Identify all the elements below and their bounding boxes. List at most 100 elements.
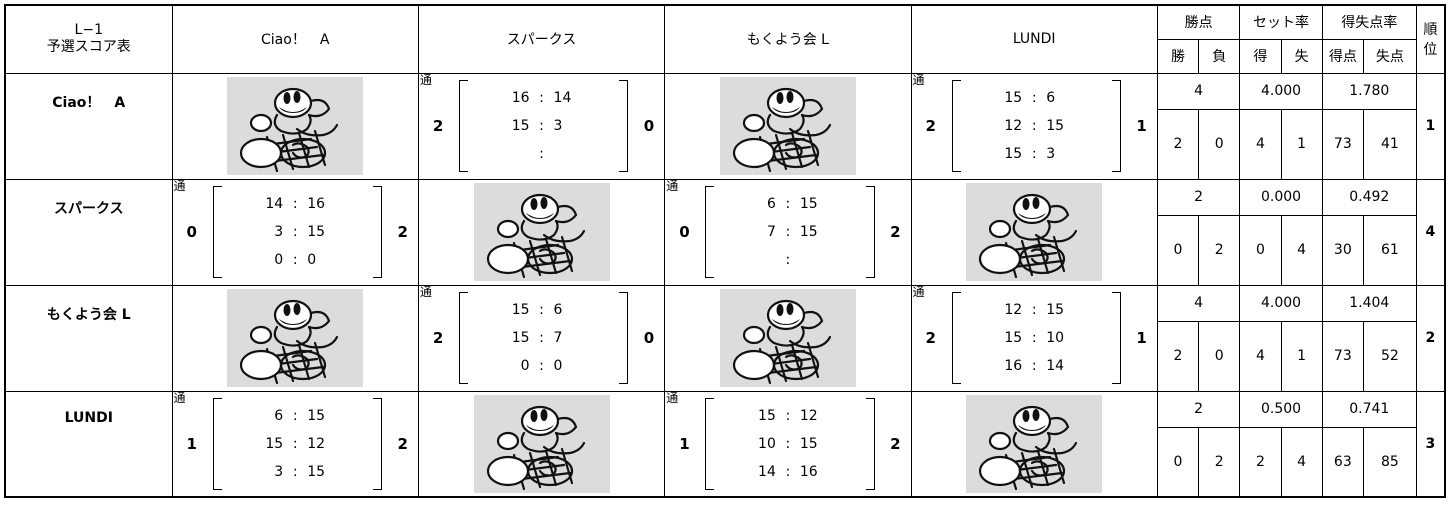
- set-score-separator: :: [785, 224, 791, 240]
- set-score-separator: :: [292, 224, 298, 240]
- set-score-away: 0: [307, 252, 317, 268]
- set-score-separator: :: [292, 463, 298, 480]
- sets-won-left: 0: [679, 223, 690, 241]
- bracket-left: [212, 397, 222, 490]
- set-score: 6:15: [240, 401, 351, 430]
- score-bracket: [705, 186, 875, 278]
- set-score-home: 14: [758, 463, 776, 480]
- set-score-home: 15: [265, 435, 284, 452]
- set-score-away: 16: [799, 463, 818, 480]
- set-score-home: 10: [758, 435, 776, 452]
- set-score-away: 15: [799, 435, 818, 452]
- set-score: 15:10: [979, 324, 1090, 352]
- sets-won-left: 2: [925, 329, 936, 347]
- set-score-home: 3: [274, 224, 284, 240]
- points-for-value: 30: [1321, 214, 1364, 286]
- set-score-away: 12: [799, 407, 818, 424]
- row-team-name: Ciao！ A: [4, 72, 173, 180]
- losses-value: 2: [1198, 214, 1241, 286]
- sets-won-value: 4: [1239, 320, 1282, 392]
- wins-value: 2: [1156, 320, 1200, 392]
- set-score-home: 15: [758, 407, 776, 424]
- bracket-left: [458, 80, 468, 172]
- match-marker: 通: [419, 73, 432, 87]
- set-score: 15:12: [732, 401, 843, 430]
- set-score: 15:7: [486, 324, 597, 352]
- league-label: L−1: [74, 22, 103, 39]
- self-match-cell: [417, 178, 666, 286]
- match-marker: 通: [173, 391, 186, 405]
- set-score: 15:6: [979, 84, 1090, 112]
- bracket-left: [458, 292, 468, 384]
- sets-won-right: 0: [643, 329, 655, 347]
- set-score-home: 16: [1004, 358, 1023, 374]
- row-team-name: もくよう会 L: [4, 284, 173, 392]
- set-score-separator: :: [292, 196, 298, 212]
- set-score: 10:15: [732, 429, 843, 458]
- self-match-cell: [664, 72, 912, 180]
- point-rate-value: 1.780: [1321, 72, 1417, 110]
- match-marker: 通: [666, 391, 679, 405]
- set-score-away: 6: [1046, 90, 1056, 106]
- points-against-value: 61: [1362, 214, 1417, 286]
- set-score-away: 15: [307, 407, 326, 424]
- set-score: 7:15: [732, 218, 843, 246]
- losses-value: 2: [1198, 426, 1241, 498]
- sets-won-left: 2: [432, 329, 444, 347]
- point-rate-value: 0.741: [1321, 390, 1417, 428]
- bracket-right: [865, 397, 875, 490]
- sets-won-right: 2: [397, 223, 408, 241]
- self-match-cell: [171, 72, 419, 180]
- set-score-separator: :: [539, 330, 544, 346]
- wins-value: 0: [1156, 426, 1200, 498]
- set-score-home: 16: [511, 90, 530, 106]
- score-bracket: [458, 292, 629, 384]
- losses-value: 0: [1198, 108, 1241, 180]
- bracket-right: [372, 186, 382, 278]
- set-score-home: 15: [511, 118, 530, 134]
- points-for-header: 得点: [1321, 38, 1364, 74]
- win-points-value: 2: [1156, 178, 1241, 216]
- set-score-separator: :: [1031, 358, 1037, 374]
- set-score-away: 12: [307, 435, 326, 452]
- bracket-right: [865, 186, 875, 278]
- column-team-2: スパークス: [417, 4, 666, 74]
- sets-won-value: 0: [1239, 214, 1282, 286]
- wins-value: 0: [1156, 214, 1200, 286]
- set-score-home: 0: [520, 358, 530, 374]
- set-score: 15:12: [240, 429, 351, 458]
- sets-won-right: 1: [1136, 329, 1147, 347]
- sets-lost-value: 4: [1280, 426, 1323, 498]
- sets-won-right: 2: [890, 434, 901, 453]
- sets-won-left: 2: [925, 117, 936, 135]
- column-team-4: LUNDI: [910, 4, 1158, 74]
- set-score-separator: :: [539, 146, 544, 162]
- set-score-home: 14: [265, 196, 284, 212]
- point-rate-value: 1.404: [1321, 284, 1417, 322]
- bracket-left: [951, 292, 961, 384]
- set-score-home: 15: [1004, 330, 1023, 346]
- losses-value: 0: [1198, 320, 1241, 392]
- set-score: 12:15: [979, 296, 1090, 324]
- set-score: 16:14: [486, 84, 597, 112]
- match-marker: 通: [173, 179, 186, 193]
- score-bracket: [212, 397, 382, 490]
- set-score-separator: :: [539, 118, 544, 134]
- points-for-value: 63: [1321, 426, 1364, 498]
- score-bracket: [458, 80, 629, 172]
- bracket-right: [372, 397, 382, 490]
- point-rate-value: 0.492: [1321, 178, 1417, 216]
- table-title: L−1 予選スコア表: [4, 4, 173, 74]
